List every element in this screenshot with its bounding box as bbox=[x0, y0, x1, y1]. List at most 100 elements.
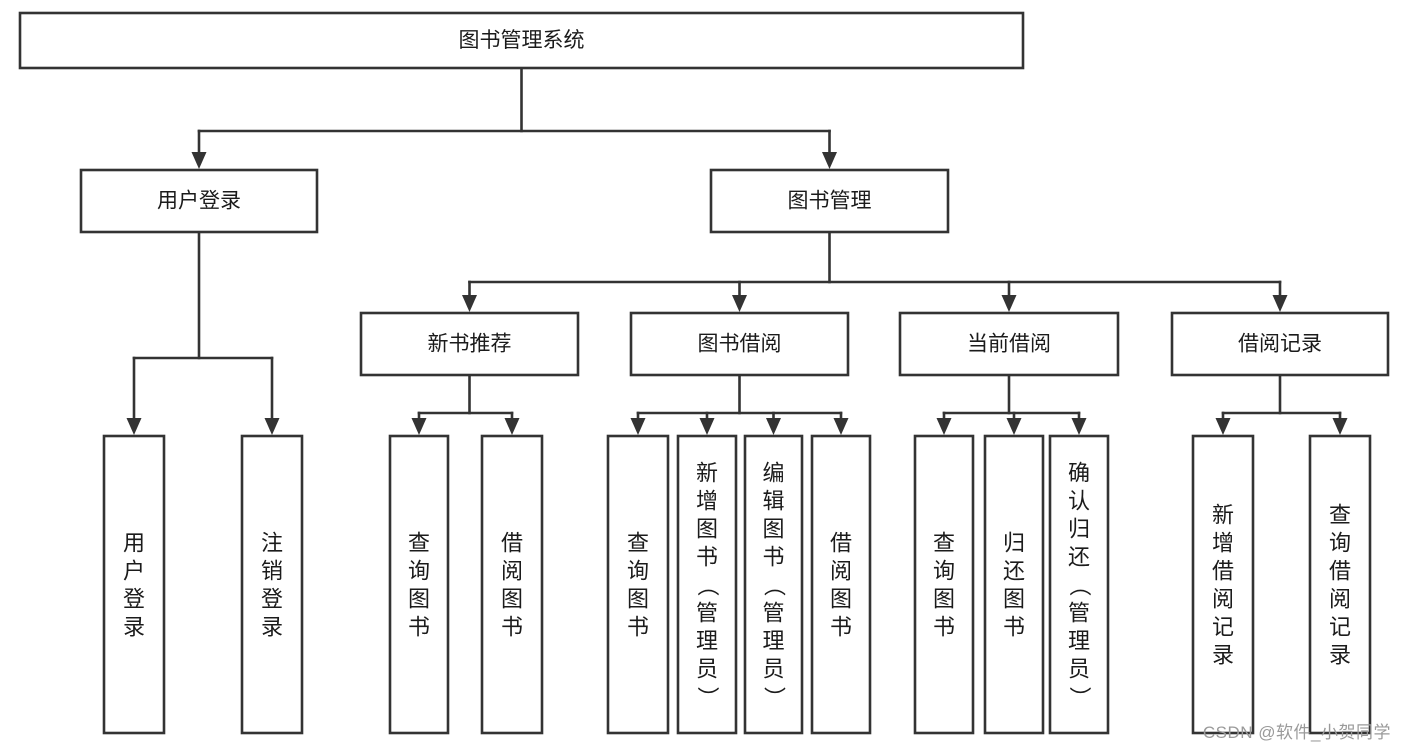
arrow-head-icon bbox=[1001, 295, 1017, 312]
node-label-char: 图 bbox=[762, 516, 784, 541]
node-box bbox=[388, 434, 450, 735]
csdn-watermark: CSDN @软件_小贺同学 bbox=[1202, 723, 1391, 742]
arrow-head-icon bbox=[462, 295, 477, 312]
node-label-char: （ bbox=[762, 574, 787, 596]
node-label-char: 理 bbox=[1068, 628, 1090, 653]
node-current-borrow[interactable]: 当前借阅 bbox=[898, 311, 1120, 377]
arrow-head-icon bbox=[1006, 418, 1022, 435]
arrow-head-icon bbox=[833, 418, 849, 435]
node-label-char: 管 bbox=[1068, 600, 1090, 625]
node-new-book-rec[interactable]: 新书推荐 bbox=[359, 311, 580, 377]
node-box bbox=[240, 434, 304, 735]
node-label-char: 认 bbox=[1068, 488, 1090, 513]
node-label-char: 查 bbox=[933, 530, 955, 555]
node-label: 图书借阅 bbox=[698, 333, 782, 356]
node-label-char: 图 bbox=[1003, 586, 1025, 611]
node-label-char: 记 bbox=[1212, 614, 1234, 639]
node-label: 借阅记录 bbox=[1238, 333, 1322, 356]
node-label-char: 管 bbox=[696, 600, 718, 625]
node-label-char: 员 bbox=[762, 656, 784, 681]
node-label-char: 图 bbox=[501, 586, 523, 611]
node-label-char: 归 bbox=[1068, 516, 1090, 541]
node-label-char: 编 bbox=[762, 460, 784, 485]
node-label-char: 还 bbox=[1003, 558, 1025, 583]
node-label-char: 查 bbox=[408, 530, 430, 555]
node-label-char: ） bbox=[762, 686, 787, 708]
node-label: 新书推荐 bbox=[428, 333, 512, 356]
node-label-char: 图 bbox=[933, 586, 955, 611]
node-label-char: 书 bbox=[408, 614, 430, 639]
arrow-head-icon bbox=[699, 418, 715, 435]
node-label-char: 辑 bbox=[762, 488, 784, 513]
node-label-char: 增 bbox=[696, 488, 718, 513]
node-box bbox=[913, 434, 975, 735]
node-label-char: 阅 bbox=[830, 558, 852, 583]
node-label-char: 销 bbox=[261, 558, 283, 583]
node-label-char: 还 bbox=[1068, 544, 1090, 569]
node-label-char: ） bbox=[695, 686, 720, 708]
node-label-char: 用 bbox=[123, 530, 145, 555]
node-label-char: 书 bbox=[933, 614, 955, 639]
node-label: 图书管理 bbox=[788, 190, 872, 213]
node-book-manage[interactable]: 图书管理 bbox=[709, 168, 950, 234]
node-leaf-login[interactable]: 用户登录 bbox=[102, 434, 166, 735]
node-borrow-record[interactable]: 借阅记录 bbox=[1170, 311, 1390, 377]
node-box bbox=[1308, 434, 1372, 735]
node-label-char: （ bbox=[695, 574, 720, 596]
node-label-char: 录 bbox=[123, 614, 145, 639]
arrow-head-icon bbox=[504, 418, 520, 435]
arrow-head-icon bbox=[630, 418, 646, 435]
node-box bbox=[983, 434, 1045, 735]
node-label-char: 录 bbox=[261, 614, 283, 639]
node-box bbox=[1170, 311, 1390, 377]
node-root[interactable]: 图书管理系统 bbox=[18, 11, 1025, 70]
arrow-head-icon bbox=[766, 418, 781, 435]
node-label-char: 询 bbox=[408, 558, 430, 583]
node-label-char: 确 bbox=[1068, 460, 1090, 485]
node-label-char: 录 bbox=[1329, 642, 1351, 667]
node-label-char: 注 bbox=[261, 530, 283, 555]
node-box bbox=[606, 434, 670, 735]
arrow-head-icon bbox=[822, 152, 837, 169]
node-label-char: 记 bbox=[1329, 614, 1351, 639]
node-label-char: 书 bbox=[696, 544, 718, 569]
node-book-borrow[interactable]: 图书借阅 bbox=[629, 311, 850, 377]
node-label-char: 书 bbox=[1003, 614, 1025, 639]
node-label-char: 增 bbox=[1212, 530, 1234, 555]
node-user-login[interactable]: 用户登录 bbox=[79, 168, 319, 234]
arrow-head-icon bbox=[936, 418, 952, 435]
node-label-char: 图 bbox=[408, 586, 430, 611]
node-label-char: 新 bbox=[1212, 502, 1234, 527]
node-label-char: 阅 bbox=[501, 558, 523, 583]
node-label-char: 登 bbox=[261, 586, 283, 611]
arrow-head-icon bbox=[411, 418, 427, 435]
node-label-char: 借 bbox=[830, 530, 852, 555]
arrow-head-icon bbox=[126, 418, 142, 435]
node-label-char: 书 bbox=[501, 614, 523, 639]
node-box bbox=[1048, 434, 1110, 735]
node-box bbox=[709, 168, 950, 234]
node-label-char: 书 bbox=[830, 614, 852, 639]
node-label-char: 新 bbox=[696, 460, 718, 485]
node-label-char: 理 bbox=[696, 628, 718, 653]
node-label-char: 登 bbox=[123, 586, 145, 611]
node-label-char: （ bbox=[1067, 574, 1092, 596]
node-label-char: 查 bbox=[1329, 502, 1351, 527]
node-label-char: 书 bbox=[762, 544, 784, 569]
arrow-head-icon bbox=[1215, 418, 1231, 435]
node-label-char: ） bbox=[1067, 686, 1092, 708]
node-label-char: 询 bbox=[933, 558, 955, 583]
